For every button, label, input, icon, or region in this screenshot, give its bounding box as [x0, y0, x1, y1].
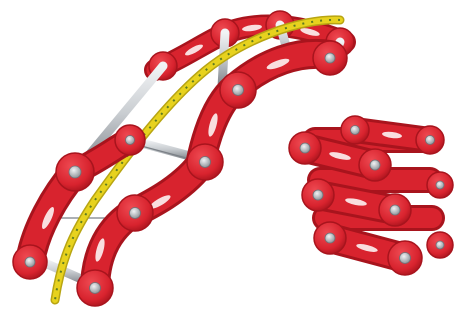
- climbing-rope: [50, 15, 345, 305]
- ladder-front-rail: [12, 38, 348, 307]
- packed-ladder-stack: [288, 115, 454, 276]
